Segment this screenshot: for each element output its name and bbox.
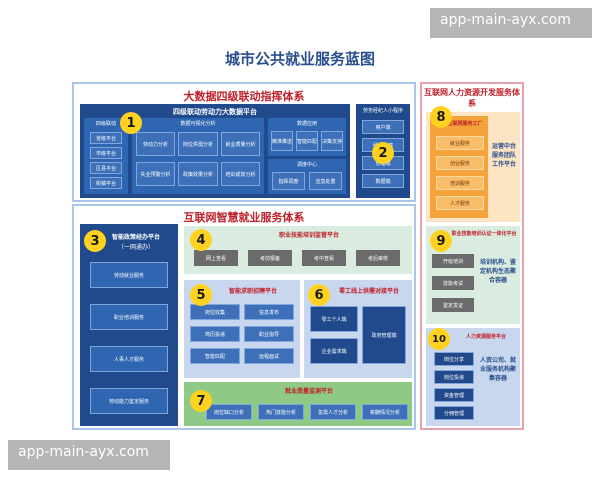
big-data-section: 大数据四级联动指挥体系 四级联动劳动力大数据平台 四级联动 省级平台 市级平台 … (72, 82, 416, 202)
policy-item: 职业培训服务 (90, 304, 168, 330)
badge-8: 8 (430, 106, 452, 128)
monitoring-platform: 就业质量监测平台 岗位缺口分析 热门技能分析 急需人才分析 薪酬情况分析 (184, 382, 412, 426)
training-item: 考后审核 (356, 250, 400, 266)
hr-platform-title: 人力资源服务平台 (465, 334, 506, 340)
hr-platform-item: 岗位分享 (434, 352, 474, 366)
hr-platform-item: 岗位投递 (434, 370, 474, 384)
watermark-top: app-main-ayx.com (430, 8, 592, 38)
factory-list: 互联网服务工厂 就业服务 创业服务 培训服务 人才服务 (430, 116, 488, 218)
dispatch-center-title: 调度中心 (296, 162, 317, 168)
factory-box: 互联网服务工厂 就业服务 创业服务 培训服务 人才服务 运营中台服务团队工作平台 (426, 112, 520, 222)
hr-platform-item: 分佣管理 (434, 406, 474, 420)
platform-title: 四级联动劳动力大数据平台 (173, 108, 257, 116)
left-col-item: 省级平台 (90, 132, 122, 144)
page-title: 城市公共就业服务蓝图 (224, 50, 375, 68)
viz-box: 数据可视化分析 劳动力分析 岗位供需分析 就业质量分析 失业预警分析 政策效果分… (132, 118, 264, 194)
dispatch-item: 指挥调度 (272, 172, 305, 190)
job-item: 岗位收集 (190, 304, 240, 320)
job-item: 远程面试 (244, 348, 294, 364)
viz-item: 培训成效分析 (221, 162, 260, 186)
factory-item: 就业服务 (436, 136, 484, 150)
badge-1: 1 (120, 112, 142, 134)
factory-side-text: 运营中台服务团队工作平台 (491, 143, 516, 168)
cert-side-text: 培训机构、鉴定机构生态聚合容器 (479, 259, 516, 284)
temp-work-title: 零工线上供需对接平台 (338, 288, 399, 295)
monitoring-item: 岗位缺口分析 (206, 404, 252, 420)
mini-program-item: 用户端 (362, 120, 404, 134)
badge-7: 7 (190, 390, 212, 412)
monitoring-item: 热门技能分析 (258, 404, 304, 420)
training-item: 考前报备 (248, 250, 292, 266)
badge-6: 6 (308, 284, 330, 306)
temp-work-item: 企业需求端 (310, 338, 358, 364)
watermark-bottom: app-main-ayx.com (8, 440, 170, 470)
training-title: 职业技能培训监管平台 (278, 232, 339, 239)
monitoring-item: 薪酬情况分析 (362, 404, 408, 420)
factory-item: 创业服务 (436, 156, 484, 170)
viz-item: 劳动力分析 (136, 132, 175, 156)
internet-section: 互联网智慧就业服务体系 智能政策经办平台 （一网通办） 劳动就业服务 职业培训服… (72, 204, 416, 430)
training-item: 考中查看 (302, 250, 346, 266)
badge-5: 5 (190, 284, 212, 306)
factory-item: 人才服务 (436, 196, 484, 210)
badge-4: 4 (190, 229, 212, 251)
temp-work-platform: 零工线上供需对接平台 零工个人端 企业需求端 政府管理端 (304, 280, 412, 378)
temp-work-item: 零工个人端 (310, 306, 358, 332)
policy-platform: 智能政策经办平台 （一网通办） 劳动就业服务 职业培训服务 人事人才服务 劳动能… (80, 224, 178, 426)
job-title: 智能求职招聘平台 (228, 288, 277, 295)
left-col-item: 区县平台 (90, 162, 122, 174)
hr-section: 互联网人力资源开发服务体系 互联网服务工厂 就业服务 创业服务 培训服务 人才服… (420, 82, 524, 430)
mini-program-box: 劳务经纪人小程序 用户端 经纪人端 管理端 数据端 (356, 104, 410, 198)
training-item: 网上查看 (194, 250, 238, 266)
factory-item: 培训服务 (436, 176, 484, 190)
badge-9: 9 (430, 230, 452, 252)
training-platform: 职业技能培训监管平台 网上查看 考前报备 考中查看 考后审核 (184, 226, 412, 274)
left-col-item: 市级平台 (90, 147, 122, 159)
policy-item: 人事人才服务 (90, 346, 168, 372)
mini-program-title: 劳务经纪人小程序 (362, 108, 403, 114)
data-app-item: 智能匹配 (296, 131, 318, 151)
job-item: 智能匹配 (190, 348, 240, 364)
viz-item: 失业预警分析 (136, 162, 175, 186)
policy-subtitle: （一网通办） (117, 244, 154, 251)
monitoring-item: 急需人才分析 (310, 404, 356, 420)
dispatch-item: 应急处置 (309, 172, 342, 190)
data-app-item: 决策支持 (321, 131, 343, 151)
job-item: 职业指导 (244, 326, 294, 342)
policy-item: 劳动就业服务 (90, 262, 168, 288)
cert-item: 技能考试 (432, 276, 474, 290)
left-col-title: 四级联动 (95, 121, 116, 127)
cert-title: 职业技能培训认证一体化平台 (451, 231, 517, 237)
left-col: 四级联动 省级平台 市级平台 区县平台 街镇平台 (84, 118, 128, 194)
viz-item: 政策效果分析 (178, 162, 218, 186)
monitoring-title: 就业质量监测平台 (284, 388, 333, 395)
cert-item: 开班培训 (432, 254, 474, 268)
hr-side-text: 人资公司、就业服务机构聚集容器 (479, 357, 516, 382)
job-item: 信息发布 (244, 304, 294, 320)
temp-work-item: 政府管理端 (362, 306, 406, 364)
data-app-item: 精准推送 (271, 131, 293, 151)
big-data-title: 大数据四级联动指挥体系 (183, 90, 305, 103)
platform-box: 四级联动劳动力大数据平台 四级联动 省级平台 市级平台 区县平台 街镇平台 数据… (80, 104, 350, 198)
viz-item: 就业质量分析 (221, 132, 260, 156)
badge-2: 2 (372, 142, 394, 164)
job-item: 简历投递 (190, 326, 240, 342)
hr-title: 互联网人力资源开发服务体系 (424, 88, 520, 108)
data-app-box: 数据应用 精准推送 智能匹配 决策支持 (268, 118, 346, 156)
mini-program-item: 数据端 (362, 174, 404, 188)
viz-item: 岗位供需分析 (178, 132, 218, 156)
cert-item: 鉴定发证 (432, 298, 474, 312)
policy-title: 智能政策经办平台 (111, 234, 160, 241)
hr-platform-item: 资金管理 (434, 388, 474, 402)
data-app-title: 数据应用 (296, 121, 317, 127)
factory-title: 互联网服务工厂 (447, 121, 483, 127)
internet-title: 互联网智慧就业服务体系 (183, 211, 305, 224)
left-col-item: 街镇平台 (90, 177, 122, 189)
badge-10: 10 (428, 328, 450, 350)
policy-item: 劳动能力鉴定服务 (90, 388, 168, 414)
viz-title: 数据可视化分析 (180, 121, 216, 127)
dispatch-center-box: 调度中心 指挥调度 应急处置 (268, 159, 346, 194)
badge-3: 3 (84, 230, 106, 252)
